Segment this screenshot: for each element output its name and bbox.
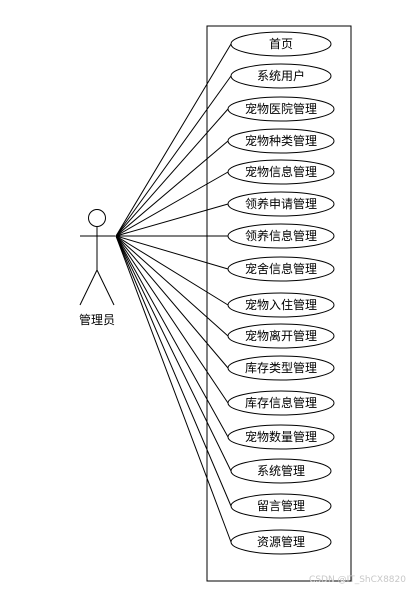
association-line <box>115 235 232 543</box>
use-case-label: 宠物信息管理 <box>245 164 317 179</box>
association-line <box>115 171 229 237</box>
use-case-label: 领养信息管理 <box>245 228 317 243</box>
use-case-ellipse <box>227 292 335 318</box>
system-boundary <box>206 25 352 582</box>
use-case-ellipse <box>227 128 335 154</box>
use-case-ellipse <box>230 31 332 57</box>
use-case-label: 领养申请管理 <box>245 196 317 211</box>
use-case: 宠物入住管理 <box>227 292 335 318</box>
use-case-label: 首页 <box>269 37 293 51</box>
actor-label: 管理员 <box>79 312 115 327</box>
use-case: 领养申请管理 <box>227 191 335 217</box>
use-case-label: 宠物种类管理 <box>245 133 317 148</box>
use-case: 系统用户 <box>230 63 332 89</box>
association-line <box>115 235 232 472</box>
use-case: 首页 <box>230 31 332 57</box>
use-case-label: 宠物医院管理 <box>245 101 317 116</box>
use-case-label: 库存信息管理 <box>245 395 317 410</box>
association-line <box>115 203 229 237</box>
use-case: 资源管理 <box>230 529 332 555</box>
use-case: 宠舍信息管理 <box>227 256 335 282</box>
use-case-ellipse <box>230 529 332 555</box>
association-line <box>115 235 232 507</box>
use-case-list: 首页系统用户宠物医院管理宠物种类管理宠物信息管理领养申请管理领养信息管理宠舍信息… <box>227 31 335 555</box>
association-lines <box>115 43 232 543</box>
use-case-label: 系统管理 <box>257 463 305 478</box>
use-case: 留言管理 <box>230 493 332 519</box>
use-case: 宠物数量管理 <box>227 424 335 450</box>
use-case-label: 宠物离开管理 <box>245 328 317 343</box>
use-case-label: 系统用户 <box>257 68 305 83</box>
use-case: 领养信息管理 <box>227 223 335 249</box>
association-line <box>115 43 232 237</box>
use-case-ellipse <box>230 63 332 89</box>
use-case-ellipse <box>227 223 335 249</box>
use-case-ellipse <box>227 191 335 217</box>
actor-head <box>88 209 106 227</box>
association-line <box>115 235 229 369</box>
actor-right-leg <box>96 269 115 306</box>
use-case-label: 宠舍信息管理 <box>245 261 317 276</box>
use-case-ellipse <box>227 323 335 349</box>
use-case: 库存类型管理 <box>227 355 335 381</box>
use-case: 宠物医院管理 <box>227 96 335 122</box>
use-case-ellipse <box>227 390 335 416</box>
use-case: 宠物离开管理 <box>227 323 335 349</box>
use-case: 库存信息管理 <box>227 390 335 416</box>
association-line <box>115 75 232 237</box>
use-case: 系统管理 <box>230 458 332 484</box>
use-case-ellipse <box>227 96 335 122</box>
association-line <box>115 235 229 337</box>
association-line <box>115 235 229 306</box>
use-case-ellipse <box>230 493 332 519</box>
use-case-ellipse <box>227 424 335 450</box>
association-line <box>115 108 229 237</box>
use-case-label: 库存类型管理 <box>245 360 317 375</box>
use-case: 宠物信息管理 <box>227 159 335 185</box>
use-case-ellipse <box>227 355 335 381</box>
use-case-ellipse <box>227 256 335 282</box>
watermark-text: CSDN @IT_ShCX8820 <box>309 575 406 585</box>
use-case-ellipse <box>227 159 335 185</box>
use-case-label: 宠物数量管理 <box>245 429 317 444</box>
association-line <box>115 235 229 404</box>
actor-administrator: 管理员 <box>79 209 115 327</box>
use-case-label: 资源管理 <box>257 534 305 549</box>
actor-left-leg <box>79 269 98 306</box>
use-case-label: 留言管理 <box>257 498 305 513</box>
use-case-label: 宠物入住管理 <box>245 297 317 312</box>
association-line <box>115 235 229 438</box>
use-case: 宠物种类管理 <box>227 128 335 154</box>
association-line <box>115 140 229 237</box>
use-case-ellipse <box>230 458 332 484</box>
association-line <box>115 235 229 270</box>
